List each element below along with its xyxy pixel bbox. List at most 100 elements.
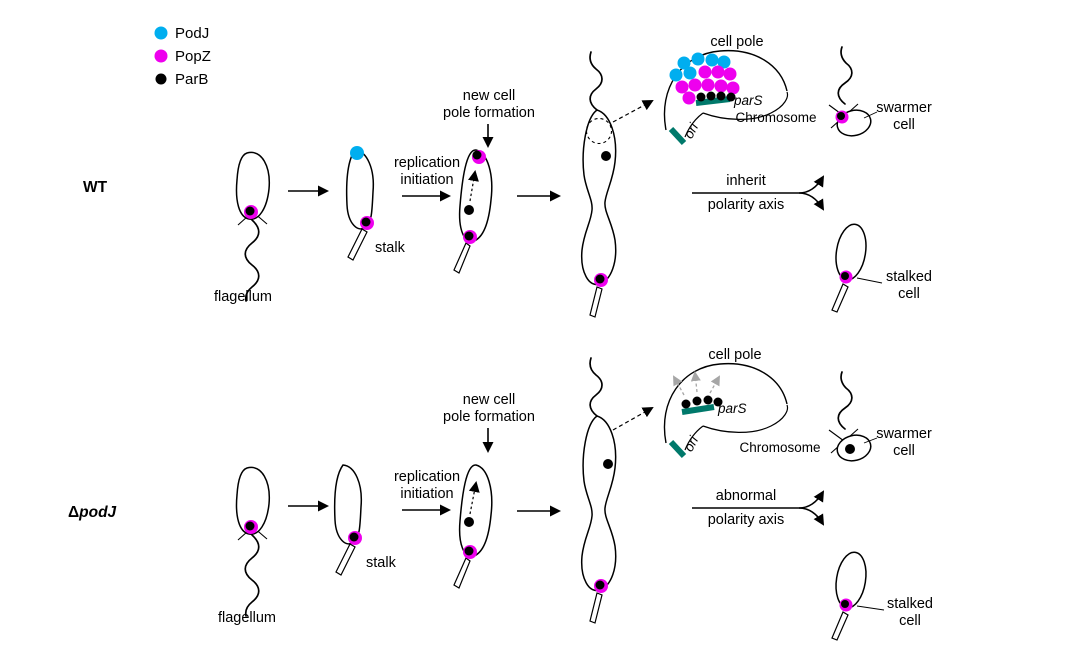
axis-label-line1: abnormal <box>716 488 776 504</box>
chromosome-label: Chromosome <box>735 110 816 125</box>
label-leader-line <box>863 111 878 119</box>
popz-dot <box>698 65 712 79</box>
axis-label-line2: polarity axis <box>708 197 785 213</box>
gray-motion-arrow <box>673 375 685 396</box>
parb-legend-dot-icon <box>155 73 167 85</box>
flagellum-icon <box>244 219 260 302</box>
podj-dot <box>691 52 705 66</box>
wt-replication-step: replication initiation <box>394 155 460 202</box>
popz-legend-dot-icon <box>154 49 168 63</box>
podj-dot <box>705 53 719 67</box>
chromosome-curve <box>684 425 704 451</box>
replication-label-line1: replication <box>394 469 460 485</box>
parb-dot <box>595 274 605 284</box>
new-pole-highlight-circle <box>585 117 613 145</box>
parb-dot <box>696 92 706 102</box>
flagellum-icon <box>837 46 853 105</box>
parb-dot <box>601 151 611 161</box>
flagellum-icon <box>837 371 853 430</box>
popz-dot <box>688 78 702 92</box>
wt-stalked-cell: stalk <box>345 146 406 261</box>
new-pole-label-line2: pole formation <box>443 105 535 121</box>
new-pole-label-line2: pole formation <box>443 409 535 425</box>
parb-dot <box>464 546 474 556</box>
dpodj-start-swarmer-cell: flagellum <box>218 466 276 626</box>
stalk-icon <box>347 228 368 261</box>
dpodj-stalked-progeny: stalked cell <box>831 551 933 641</box>
podj-cluster <box>669 52 731 82</box>
branch-arrow-down <box>798 192 825 211</box>
parb-dot <box>361 217 371 227</box>
popz-dot <box>675 80 689 94</box>
label-leader-line <box>856 277 883 284</box>
cell-body <box>580 109 617 286</box>
parb-dot <box>349 532 359 542</box>
chromosome-curve <box>702 404 789 433</box>
replication-label-line2: initiation <box>400 172 453 188</box>
new-pole-label-line1: new cell <box>463 392 515 408</box>
parb-dot <box>726 92 736 102</box>
branch-arrow-up <box>798 175 825 194</box>
wt-swarmer-progeny: swarmer cell <box>828 46 932 137</box>
parb-on-pars <box>681 395 723 409</box>
gray-motion-arrow <box>709 375 720 394</box>
popz-dot <box>726 81 740 95</box>
parb-dot <box>713 397 723 407</box>
dpodj-row-label-gene: podJ <box>78 504 116 521</box>
popz-cluster <box>675 65 740 105</box>
parb-dot <box>845 444 855 454</box>
cell-pole-outline <box>663 362 788 444</box>
stalked-cell-label-line2: cell <box>898 286 920 302</box>
cell-pole-label: cell pole <box>710 34 763 50</box>
popz-dot <box>711 65 725 79</box>
parb-dot <box>716 91 726 101</box>
podj-dot <box>677 56 691 70</box>
parb-dot <box>837 112 845 120</box>
stalked-cell-label-line1: stalked <box>886 269 932 285</box>
ori-site-bar <box>668 126 687 146</box>
flagellum-label: flagellum <box>218 610 276 626</box>
stalked-cell-label-line1: stalked <box>887 596 933 612</box>
parb-segregation-arrow <box>468 481 480 515</box>
axis-label-line1: inherit <box>726 173 766 189</box>
stalk-label: stalk <box>366 555 397 571</box>
dpodj-predivisional-cell <box>580 357 654 624</box>
axis-label-line2: polarity axis <box>708 512 785 528</box>
wt-predivisional-cell <box>580 51 654 318</box>
legend-label-popz: PopZ <box>175 48 211 65</box>
replication-label-line2: initiation <box>400 486 453 502</box>
parb-dot <box>703 395 713 405</box>
cell-pole-outline <box>663 49 788 131</box>
inset-pointer-arrow <box>612 100 654 123</box>
parb-dot <box>464 517 474 527</box>
label-leader-line <box>863 437 878 444</box>
wt-start-swarmer-cell: flagellum <box>214 151 272 305</box>
new-pole-label-line1: new cell <box>463 88 515 104</box>
swarmer-cell-label-line2: cell <box>893 443 915 459</box>
stalk-icon <box>831 611 849 641</box>
chromosome-curve <box>684 112 704 138</box>
dpodj-row: ΔpodJ flagellum stalk replication initia… <box>68 347 933 641</box>
podj-dot <box>669 68 683 82</box>
stalk-icon <box>831 283 849 313</box>
replication-label-line1: replication <box>394 155 460 171</box>
stalk-icon <box>589 286 603 318</box>
wt-replicating-cell: new cell pole formation <box>443 88 535 274</box>
stalk-icon <box>453 557 471 589</box>
popz-dot <box>714 79 728 93</box>
wt-pole-inset: cell pole <box>663 34 817 146</box>
dpodj-replicating-cell: new cell pole formation <box>443 392 535 589</box>
parb-dot <box>841 600 849 608</box>
gray-motion-arrow <box>690 371 701 393</box>
legend-label-podj: PodJ <box>175 25 209 42</box>
chromosome-curve <box>702 91 789 120</box>
cell-body <box>580 415 617 592</box>
parb-dot <box>472 150 482 160</box>
dpodj-replication-step: replication initiation <box>394 469 460 516</box>
swarmer-cell-label-line1: swarmer <box>876 426 932 442</box>
ori-site-bar <box>668 439 687 459</box>
wt-row-label: WT <box>83 179 108 196</box>
pars-site-bar <box>695 96 731 106</box>
parb-dot <box>692 396 702 406</box>
